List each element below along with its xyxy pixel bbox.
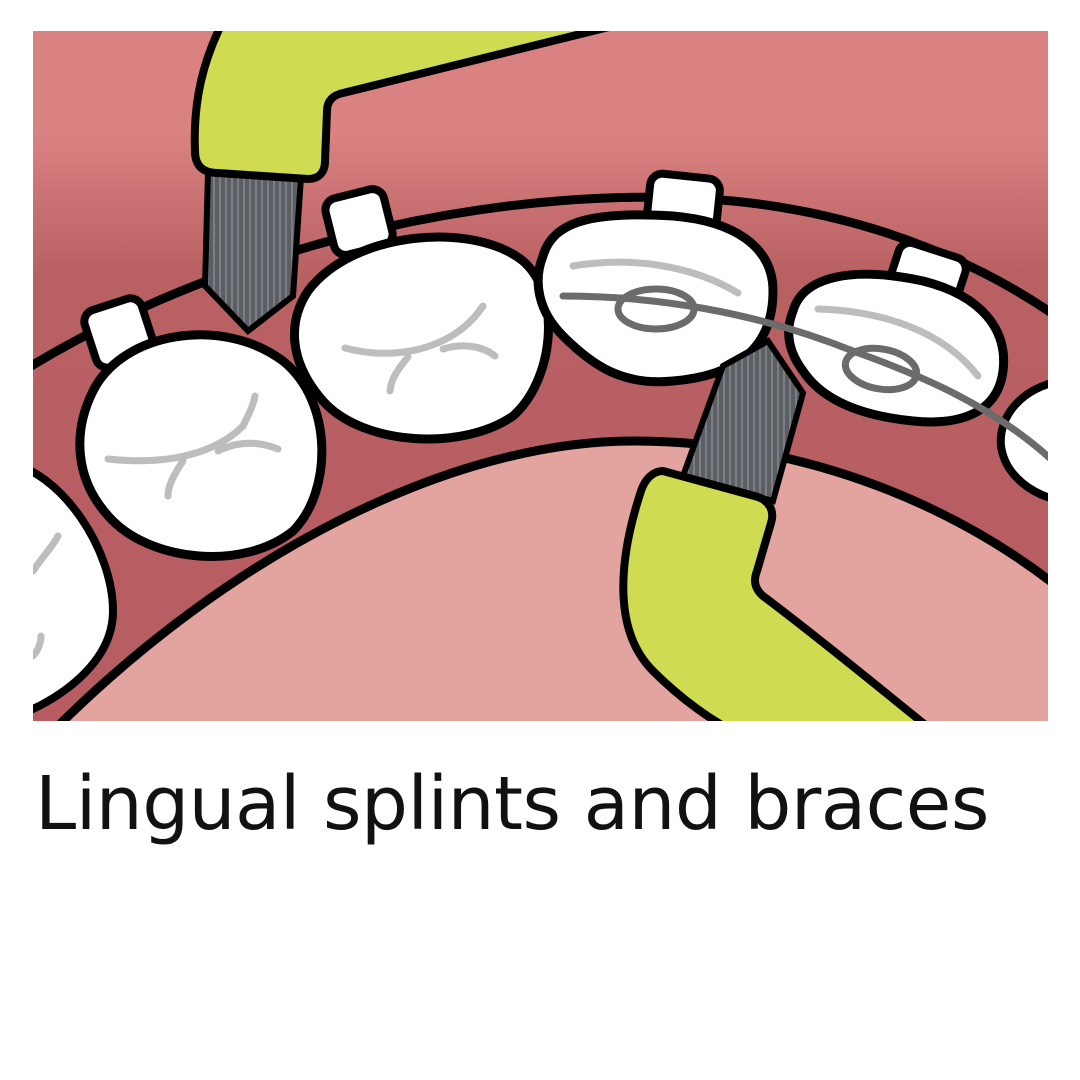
caption-title: Lingual splints and braces bbox=[35, 761, 989, 847]
tooth-with-bracket-2 bbox=[784, 238, 1009, 427]
bracket-2 bbox=[841, 344, 921, 394]
interdental-brush-bottom bbox=[619, 337, 927, 721]
tooth-molar-left bbox=[75, 294, 327, 561]
lingual-braces-illustration bbox=[33, 31, 1048, 721]
tooth-premolar-left bbox=[290, 185, 553, 444]
bracket-1 bbox=[614, 285, 698, 333]
tooth-far-left bbox=[33, 467, 118, 714]
interdental-brush-top bbox=[190, 31, 610, 336]
